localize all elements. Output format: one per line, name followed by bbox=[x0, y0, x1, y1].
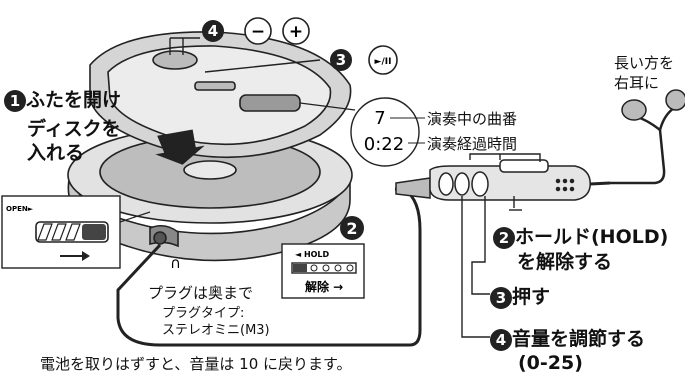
player-step4-badge-circle bbox=[202, 20, 224, 42]
display-magnifier bbox=[350, 97, 420, 167]
step2-label: ホールド(HOLD) bbox=[515, 226, 669, 248]
remote-leaders bbox=[461, 153, 541, 338]
step1-line1: ふたを開け bbox=[26, 89, 122, 111]
headphone-symbol: ∩ bbox=[170, 254, 181, 272]
step2-badge: 2 bbox=[493, 226, 515, 249]
earphone-note-line2: 右耳に bbox=[614, 74, 660, 92]
display-time: 0:22 bbox=[364, 134, 404, 155]
footer-note: 電池を取りはずすと、音量は 10 に戻ります。 bbox=[40, 355, 352, 373]
step1-line3: 入れる bbox=[27, 142, 85, 164]
open-panel bbox=[1, 195, 151, 269]
plus-label: + bbox=[289, 22, 303, 42]
remote-control[interactable] bbox=[395, 159, 611, 201]
plus-button[interactable] bbox=[282, 17, 310, 45]
step2-label2: を解除する bbox=[517, 251, 613, 273]
plug-cable bbox=[116, 188, 422, 347]
remote-button-b[interactable] bbox=[454, 172, 470, 196]
hold-panel-title: ◄ HOLD bbox=[295, 250, 330, 259]
left-earbud bbox=[621, 99, 647, 121]
headphone-jack[interactable] bbox=[153, 231, 167, 245]
remote-button-a[interactable] bbox=[438, 172, 454, 196]
disc-hub bbox=[183, 160, 237, 180]
player-step2-badge: 2 bbox=[346, 219, 357, 238]
player-step4-badge: 4 bbox=[208, 22, 218, 40]
step4-range: (0-25) bbox=[518, 352, 583, 374]
step3-badge: 3 bbox=[490, 286, 512, 309]
player-step4-leader bbox=[169, 37, 200, 55]
time-label: 演奏経過時間 bbox=[427, 135, 518, 153]
display-track: 7 bbox=[374, 108, 385, 129]
open-panel-title: OPEN► bbox=[6, 205, 34, 213]
lid-slot bbox=[194, 81, 236, 91]
play-pause-button[interactable] bbox=[368, 45, 398, 75]
cd-player bbox=[67, 31, 353, 262]
display-leader bbox=[299, 102, 356, 111]
hold-panel-release: 解除 → bbox=[305, 279, 343, 294]
step3-label: 押す bbox=[512, 286, 551, 308]
earphones bbox=[610, 106, 675, 185]
player-step2-badge-circle bbox=[340, 216, 364, 240]
plug-note: プラグは奥まで bbox=[148, 284, 254, 302]
step4-badge: 4 bbox=[490, 328, 512, 351]
earphone-note-line1: 長い方を bbox=[614, 54, 675, 72]
minus-button[interactable] bbox=[244, 17, 272, 45]
right-earbud bbox=[665, 89, 685, 111]
step1-line2: ディスクを bbox=[27, 118, 121, 140]
minus-label: − bbox=[251, 22, 265, 42]
player-step3-badge: 3 bbox=[336, 51, 346, 69]
hold-panel bbox=[281, 243, 365, 299]
insert-arrow bbox=[155, 129, 205, 165]
lid-display-window bbox=[239, 94, 301, 112]
step4-label: 音量を調節する bbox=[512, 328, 646, 350]
play-pause-label: ►/II bbox=[375, 57, 392, 67]
step1-badge: 1 bbox=[4, 89, 26, 112]
player-step3-leader bbox=[204, 59, 321, 73]
track-label: 演奏中の曲番 bbox=[427, 110, 518, 128]
plug-type-line2: ステレオミニ(M3) bbox=[162, 323, 270, 338]
plug-type-line1: プラグタイプ: bbox=[162, 306, 245, 321]
remote-volume-wheel[interactable] bbox=[471, 171, 489, 197]
player-step3-badge-circle bbox=[330, 49, 352, 71]
lid-control-cluster[interactable] bbox=[152, 50, 198, 70]
